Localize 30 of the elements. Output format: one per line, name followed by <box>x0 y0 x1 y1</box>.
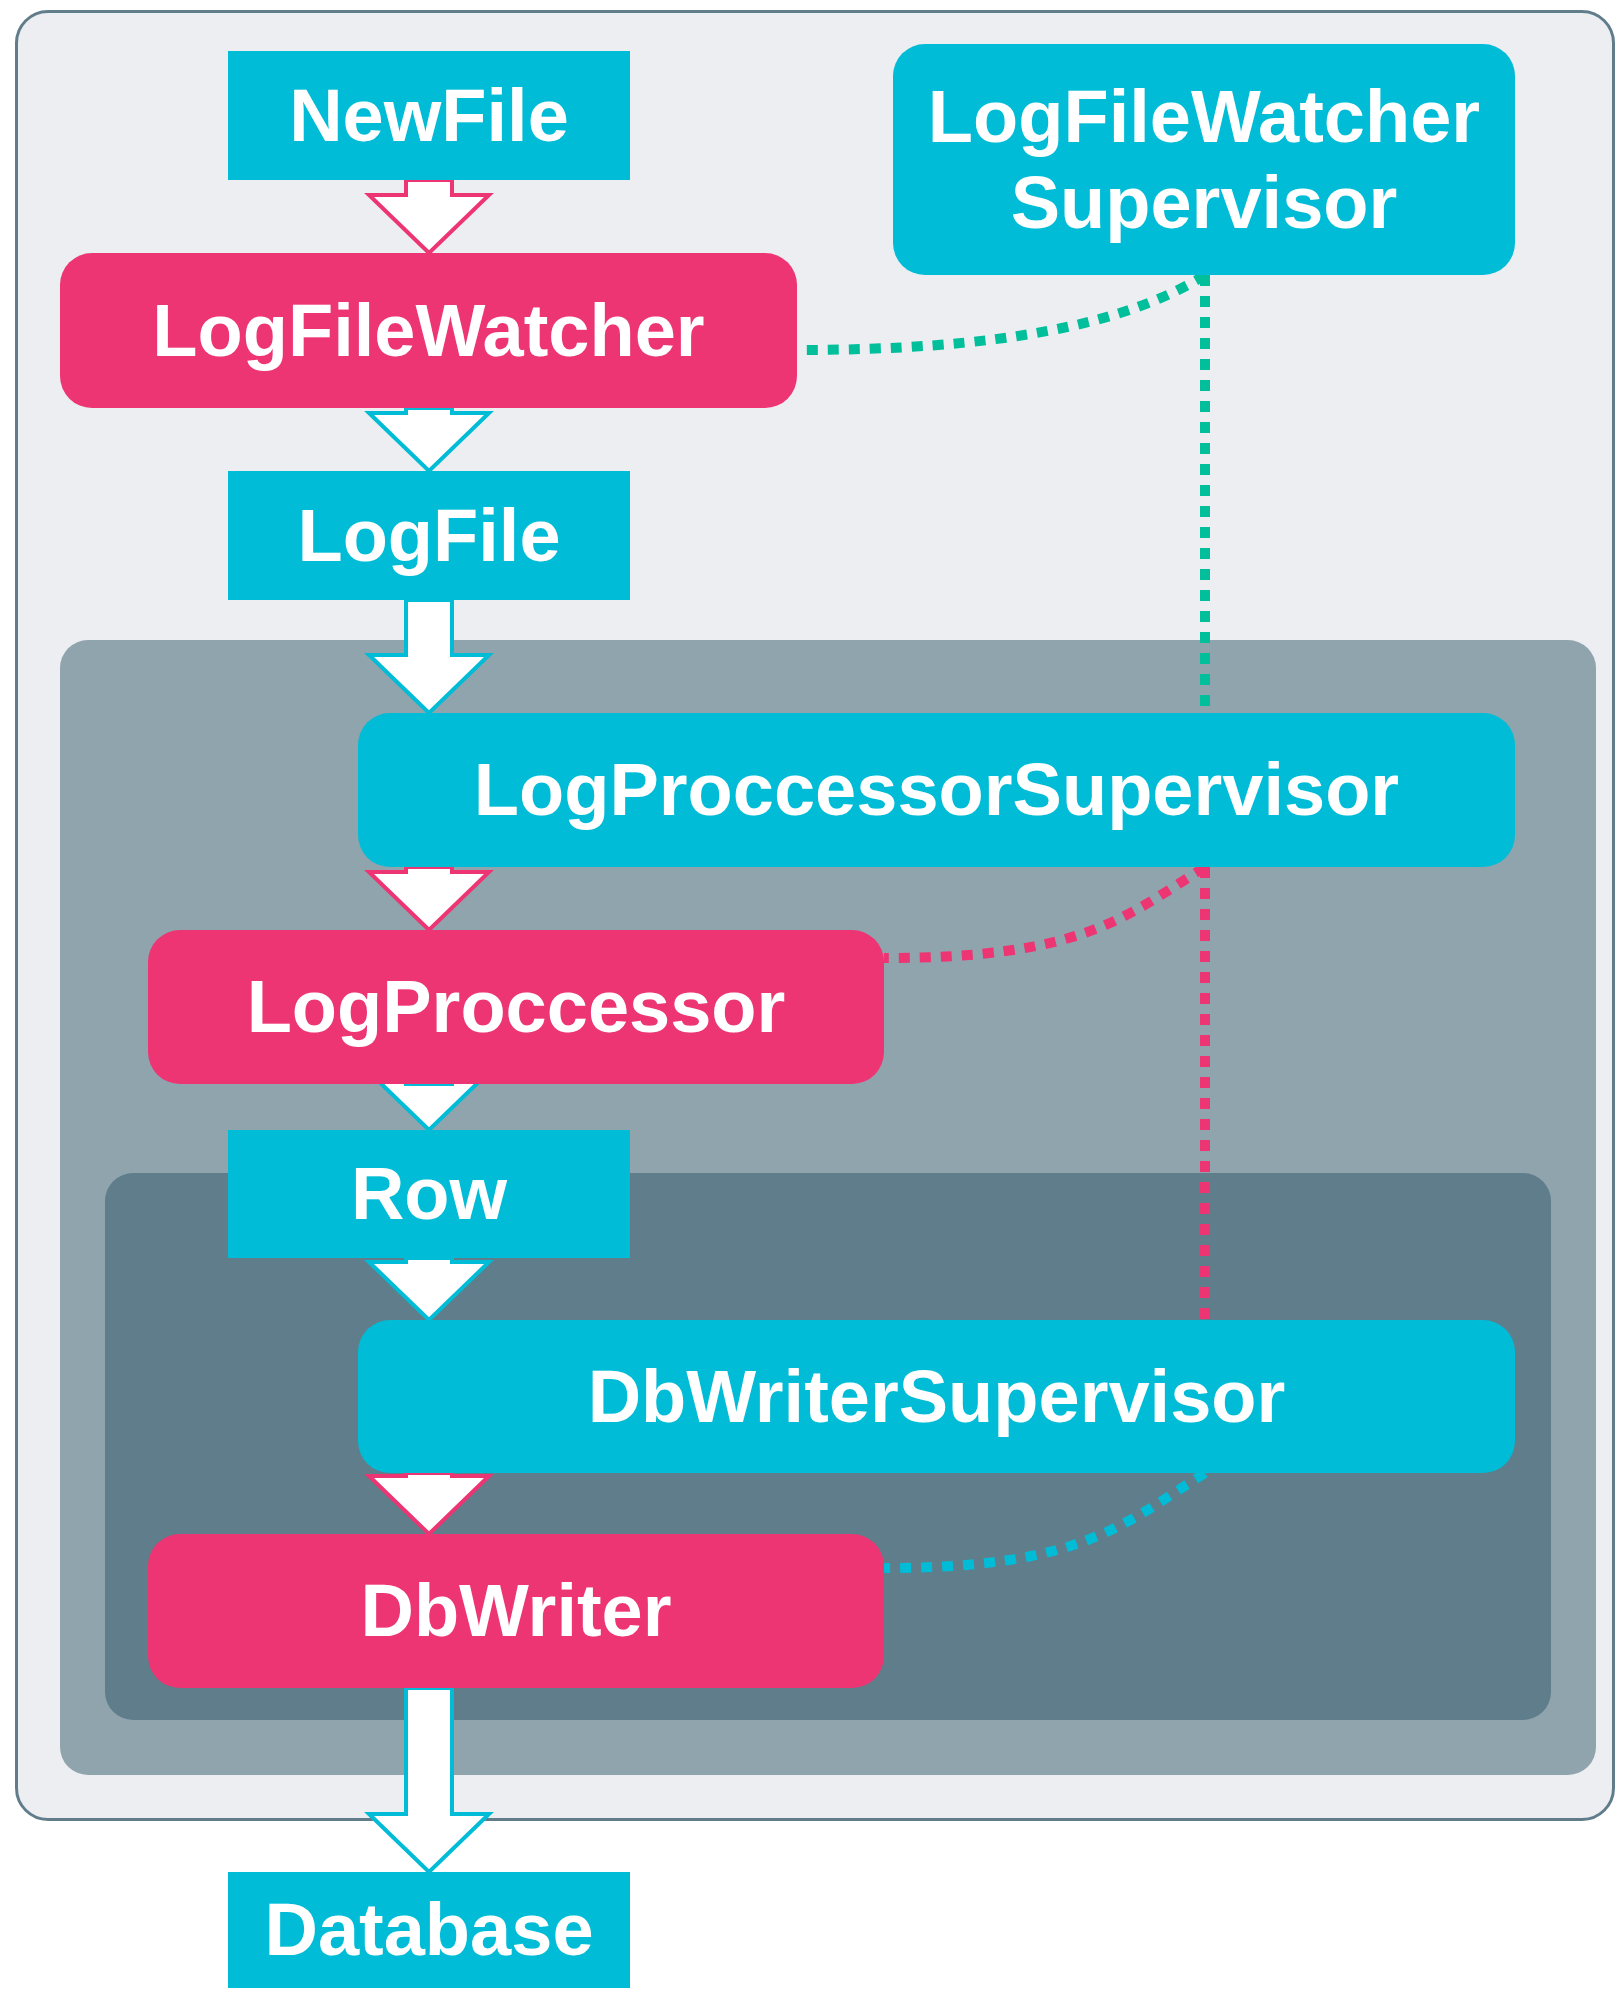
supervisor-box <box>358 1320 1515 1473</box>
block-arrow <box>364 178 494 256</box>
node-label: LogProccessorSupervisor <box>472 747 1401 833</box>
block-arrow <box>364 1686 494 1875</box>
node-label: NewFile <box>288 72 570 159</box>
node-label: DbWriterSupervisor <box>586 1353 1287 1440</box>
supervisor-box <box>358 713 1515 867</box>
worker-box <box>148 930 884 1084</box>
data-box <box>228 51 630 180</box>
outer-panel <box>18 13 1612 1818</box>
node-label: LogFile <box>296 492 562 579</box>
worker-box <box>148 1534 884 1688</box>
node-label: Row <box>349 1151 509 1237</box>
data-box <box>228 471 630 600</box>
block-arrow <box>364 598 494 716</box>
block-arrow <box>364 406 494 474</box>
group-panel <box>60 640 1596 1775</box>
supervisor-box <box>893 44 1515 275</box>
block-arrow <box>364 1471 494 1537</box>
node-label: LogFileWatcher Supervisor <box>926 74 1482 245</box>
node-label: LogFileWatcher <box>151 287 706 374</box>
node-label: Database <box>263 1887 595 1973</box>
worker-box <box>60 253 797 408</box>
node-label: LogProccessor <box>245 964 787 1050</box>
dotted-link <box>1200 867 1210 1320</box>
block-arrow <box>364 865 494 933</box>
data-box <box>228 1130 630 1258</box>
block-arrow <box>364 1256 494 1323</box>
data-box <box>228 1872 630 1988</box>
node-label: DbWriter <box>359 1568 673 1654</box>
